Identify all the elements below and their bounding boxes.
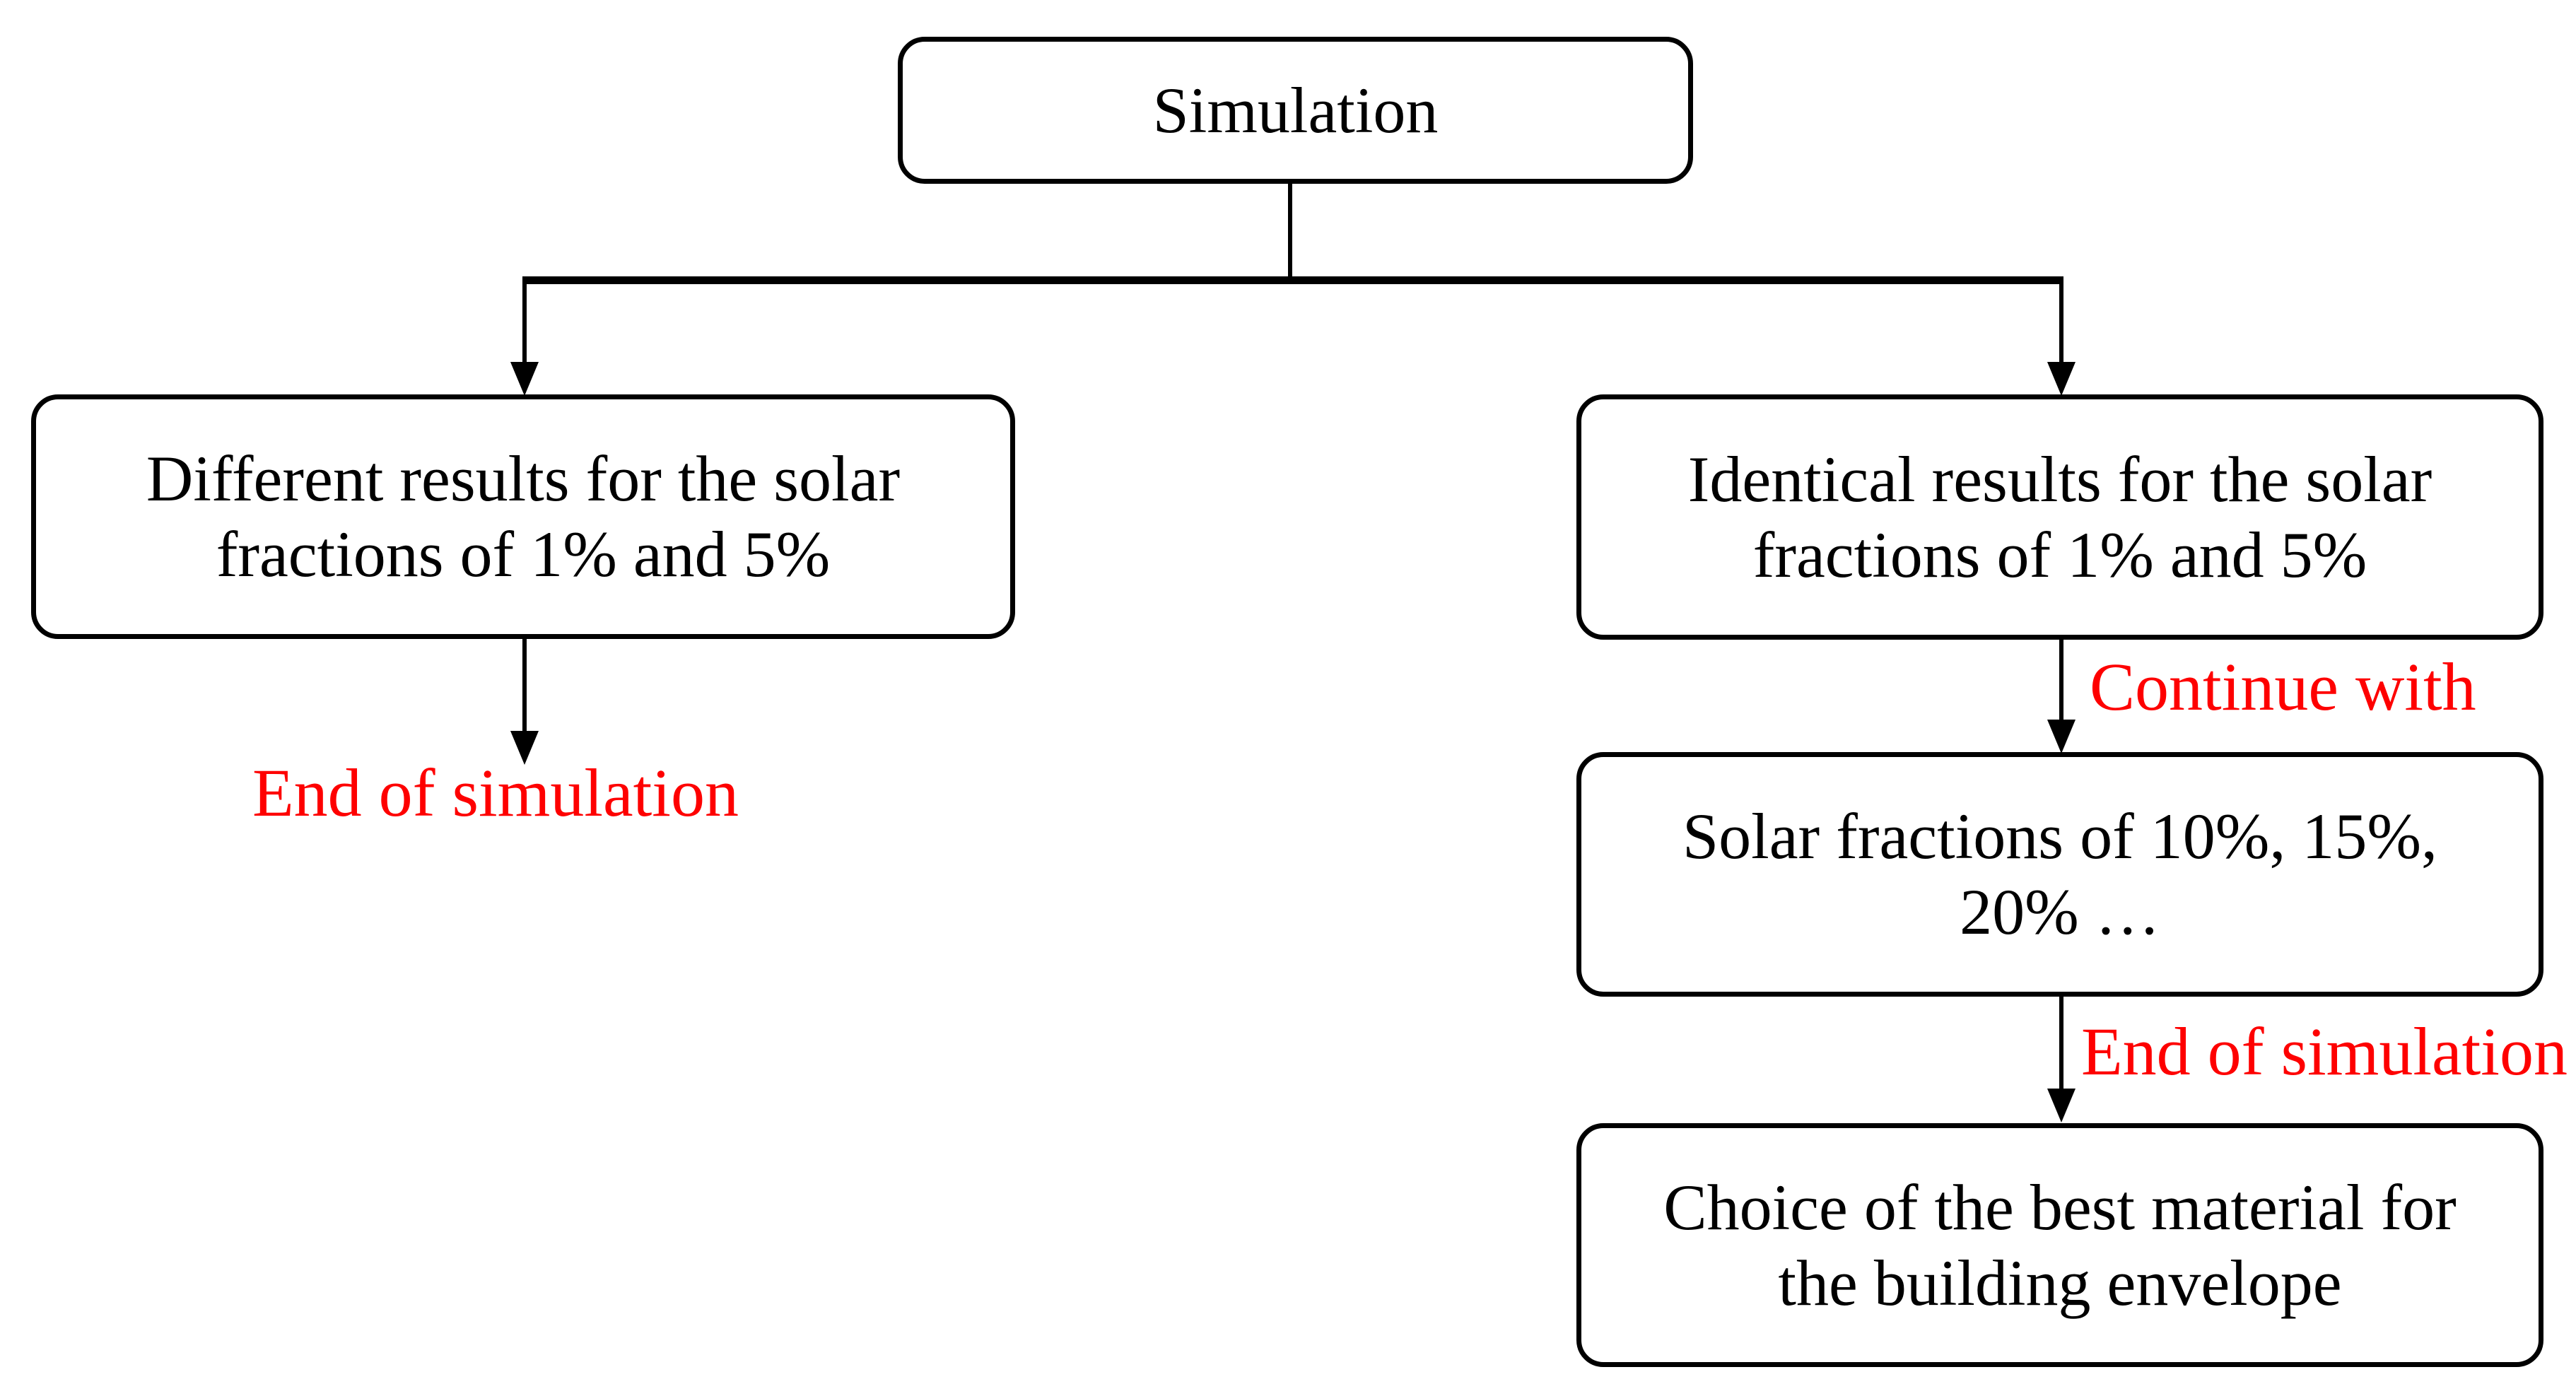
edge-label-continue-with: Continue with: [2090, 649, 2476, 725]
connector-different-results-exit: [522, 638, 527, 732]
node-solar-fractions: Solar fractions of 10%, 15%, 20% …: [1576, 752, 2543, 997]
arrowhead-into-different-results: [510, 362, 539, 396]
edge-label-end-of-simulation-left: End of simulation: [252, 755, 739, 831]
arrowhead-end-of-simulation-left: [510, 731, 539, 765]
connector-branch-left-drop: [522, 281, 527, 363]
connector-branch-right-drop: [2059, 281, 2063, 363]
node-simulation: Simulation: [898, 37, 1693, 184]
connector-solar-fractions-exit: [2059, 995, 2063, 1090]
node-different-results-label: Different results for the solar fraction…: [146, 442, 901, 590]
node-identical-results: Identical results for the solar fraction…: [1576, 394, 2543, 640]
connector-branch-horizontal: [522, 276, 2063, 284]
arrowhead-into-solar-fractions: [2047, 720, 2076, 753]
node-simulation-label: Simulation: [1152, 74, 1439, 146]
edge-label-end-of-simulation-right: End of simulation: [2081, 1014, 2568, 1089]
node-solar-fractions-label: Solar fractions of 10%, 15%, 20% …: [1682, 800, 2437, 948]
connector-identical-results-exit: [2059, 638, 2063, 722]
arrowhead-into-identical-results: [2047, 362, 2076, 396]
node-best-material: Choice of the best material for the buil…: [1576, 1123, 2543, 1367]
node-best-material-label: Choice of the best material for the buil…: [1663, 1171, 2457, 1319]
node-identical-results-label: Identical results for the solar fraction…: [1687, 442, 2432, 591]
connector-simulation-down: [1288, 182, 1292, 280]
arrowhead-into-best-material: [2047, 1089, 2076, 1122]
node-different-results: Different results for the solar fraction…: [31, 394, 1015, 639]
